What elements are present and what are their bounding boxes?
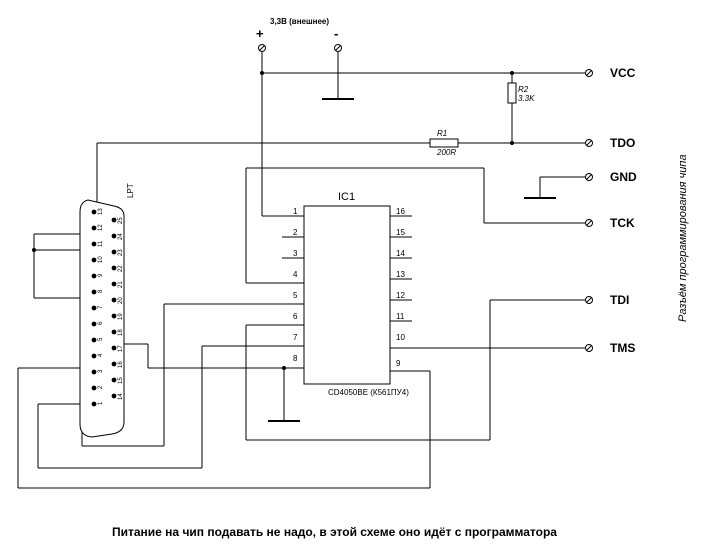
ic1-pin-7: 7 [293, 333, 298, 342]
lpt-connector: LPT [79, 183, 135, 438]
lpt-pin-num: 23 [118, 249, 124, 256]
resistor-r2: R2 3.3K [507, 73, 535, 143]
ic1-pin-5: 5 [293, 291, 298, 300]
pin8-net [120, 343, 304, 422]
power-plus-sign: + [256, 26, 264, 41]
ic1-part: CD4050BE (К561ПУ4) [328, 388, 409, 397]
lpt-pin-row-bottom [111, 217, 117, 399]
lpt-pin-num: 24 [118, 233, 124, 240]
vcc-rail [260, 52, 585, 217]
lpt-pin-num: 11 [98, 240, 104, 247]
ic1-ref: IC1 [338, 191, 355, 203]
junction-dot [260, 71, 264, 75]
resistor-r1: R1 200R [96, 129, 585, 208]
lpt-pin-num: 15 [118, 377, 124, 384]
lpt-pin-num: 20 [118, 297, 124, 304]
power-minus-sign: - [334, 26, 338, 41]
gnd-net [524, 176, 585, 199]
ic1-pin-13: 13 [396, 270, 405, 279]
ic1-pin-9: 9 [396, 359, 401, 368]
lpt-shell [79, 199, 125, 438]
lpt-pin-num: 5 [98, 337, 104, 341]
ic1-pin-12: 12 [396, 291, 405, 300]
tdi-net [245, 299, 585, 441]
lpt-pin-num: 3 [98, 369, 104, 373]
caption-note: Питание на чип подавать не надо, в этой … [112, 525, 557, 539]
side-label: Разъём программирования чипа [677, 154, 689, 322]
ic1-pin-10: 10 [396, 333, 405, 342]
lpt-pin-num: 25 [118, 217, 124, 224]
ic1-pin-3: 3 [293, 249, 298, 258]
ic1-pin-8: 8 [293, 354, 298, 363]
resistor-r2-body [507, 82, 517, 104]
lpt-pin-num: 6 [98, 321, 104, 325]
terminal-label-tdi: TDI [610, 293, 629, 307]
terminal-label-vcc: VCC [610, 66, 636, 80]
resistor-r2-value: 3.3K [518, 94, 535, 103]
resistor-r1-ref: R1 [437, 129, 447, 138]
lpt-pin-row-top [91, 209, 97, 407]
lpt-pin-num: 8 [98, 289, 104, 293]
junction-dot [510, 141, 514, 145]
ic1-pin-11: 11 [396, 312, 405, 321]
lpt-pin-num: 19 [118, 313, 124, 320]
lpt-pin-num: 2 [98, 385, 104, 389]
lpt-pin-num: 18 [118, 329, 124, 336]
lpt-pin-num: 13 [98, 208, 104, 215]
lpt-pin-num: 1 [98, 401, 104, 405]
ic1-pin-6: 6 [293, 312, 298, 321]
power-supply: 3,3В (внешнее) + - [256, 17, 354, 100]
lpt-pin-num: 14 [118, 393, 124, 400]
power-label: 3,3В (внешнее) [270, 17, 329, 26]
ic1-pin-16: 16 [396, 207, 405, 216]
resistor-r1-body [429, 138, 459, 148]
lpt-pin-num: 16 [118, 361, 124, 368]
lpt-pin-num: 17 [118, 345, 124, 352]
ic1-pin-14: 14 [396, 249, 405, 258]
ic1-chip: IC1 CD4050BE (К561ПУ4) 1 2 3 4 5 6 7 8 1… [282, 191, 412, 397]
lpt-label: LPT [126, 183, 135, 198]
terminals: VCC TDO GND TCK TDI TMS [585, 66, 637, 355]
pin5-net [81, 303, 304, 447]
resistor-r2-ref: R2 [518, 85, 529, 94]
lpt-pin-num: 22 [118, 265, 124, 272]
lpt-pin-num: 4 [98, 353, 104, 357]
resistor-r1-value: 200R [436, 148, 456, 157]
pin9-net [17, 367, 431, 489]
lpt-pin-num: 10 [98, 256, 104, 263]
terminal-label-gnd: GND [610, 170, 637, 184]
terminal-label-tms: TMS [610, 341, 635, 355]
ic1-pin-2: 2 [293, 228, 298, 237]
junction-dot [32, 248, 36, 252]
lpt-pin-num: 9 [98, 273, 104, 277]
pin7-net [37, 345, 304, 469]
ic1-pin-1: 1 [293, 207, 298, 216]
lpt-pin-num: 12 [98, 224, 104, 231]
tck-net [245, 167, 585, 284]
ic1-pin-4: 4 [293, 270, 298, 279]
ic1-pin-15: 15 [396, 228, 405, 237]
lpt-pin-num: 7 [98, 305, 104, 309]
terminal-label-tdo: TDO [610, 136, 635, 150]
lpt-pin-num: 21 [118, 281, 124, 288]
ic1-body [303, 205, 391, 385]
terminal-label-tck: TCK [610, 216, 635, 230]
